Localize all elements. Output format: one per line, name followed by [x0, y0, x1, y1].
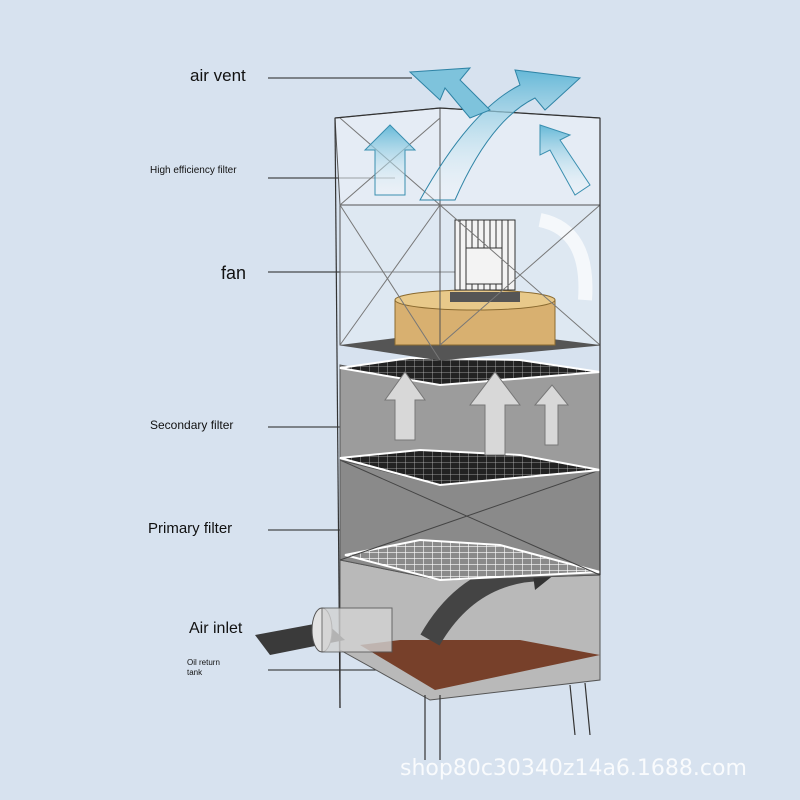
primary-filter-label: Primary filter: [148, 520, 233, 537]
air-vent-arrows: [408, 67, 582, 201]
secondary-filter-section: [339, 356, 601, 487]
oil-return-tank-label: Oil return tank: [187, 658, 220, 677]
high-efficiency-filter-label: High efficiency filter: [150, 165, 237, 176]
watermark: shop80c30340z14a6.1688.com: [400, 756, 747, 781]
fan-section: [339, 204, 601, 361]
air-inlet-duct: [255, 607, 393, 655]
air-inlet-label: Air inlet: [189, 620, 243, 637]
secondary-filter-label: Secondary filter: [150, 418, 234, 432]
fan-label: fan: [221, 263, 247, 283]
air-vent-label: air vent: [190, 66, 246, 85]
